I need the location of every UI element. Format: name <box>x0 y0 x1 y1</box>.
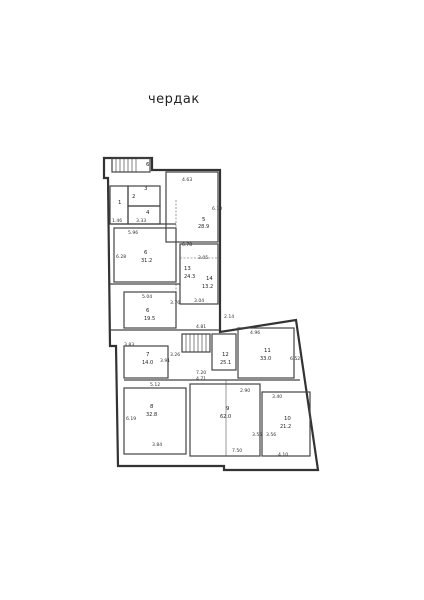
dim-label: 3.91 <box>160 358 170 364</box>
room-9-area: 62.0 <box>220 414 231 420</box>
room-6-area: 31.2 <box>141 258 152 264</box>
dim-label: 4.63 <box>182 177 192 183</box>
room-14-number: 14 <box>206 276 213 282</box>
dim-label: 7.20 <box>196 370 206 376</box>
room-6b-number: 6 <box>146 308 150 314</box>
room-11-outline <box>237 327 295 379</box>
outer-wall <box>102 156 320 472</box>
stair-mid <box>181 333 211 353</box>
dim-label: 7.50 <box>232 448 242 454</box>
dim-label: 6.52 <box>290 356 300 362</box>
room-8-area: 32.8 <box>146 412 157 418</box>
room-6-top-number: 6 <box>146 162 150 168</box>
room-9-number: 9 <box>226 406 230 412</box>
room-10-number: 10 <box>284 416 291 422</box>
room-7-area: 14.0 <box>142 360 153 366</box>
dim-label: 4.81 <box>196 324 206 330</box>
room-13-number: 13 <box>184 266 191 272</box>
room-11-area: 33.0 <box>260 356 271 362</box>
room-5-number: 5 <box>202 217 205 223</box>
dim-label: 3.84 <box>152 442 162 448</box>
room-12-area: 25.1 <box>220 360 231 366</box>
room-1-number: 1 <box>118 200 121 206</box>
room-13-area: 24.3 <box>184 274 195 280</box>
dim-label: 6.10 <box>212 206 222 212</box>
dim-label: 6.19 <box>126 416 136 422</box>
dim-label: 1.46 <box>112 218 122 224</box>
room-5-area: 28.9 <box>198 224 209 230</box>
room-14-outline <box>179 243 219 305</box>
dim-label: 4.71 <box>196 376 206 382</box>
room-12-outline <box>211 333 237 371</box>
room-6b-outline <box>123 291 177 329</box>
room-4-number: 4 <box>146 210 150 216</box>
dim-label: 5.96 <box>128 230 138 236</box>
dim-label: 5.12 <box>150 382 160 388</box>
room-11-number: 11 <box>264 348 271 354</box>
room-3-number: 3 <box>144 186 147 192</box>
dim-label: 6.78 <box>182 242 192 248</box>
room-7-outline <box>123 345 169 379</box>
dim-label: 3.83 <box>124 342 134 348</box>
dim-label: 5.04 <box>142 294 152 300</box>
room-14-area: 13.2 <box>202 284 213 290</box>
dim-label: 2.90 <box>240 388 250 394</box>
dim-label: 3.40 <box>272 394 282 400</box>
room-8-number: 8 <box>150 404 154 410</box>
room-10-outline <box>261 391 311 457</box>
room-12-number: 12 <box>222 352 229 358</box>
dim-label: 3.55 <box>252 432 262 438</box>
dim-label: 2.14 <box>224 314 234 320</box>
plan-title: чердак <box>148 92 200 107</box>
room-8-outline <box>123 387 187 455</box>
room-6b-area: 19.5 <box>144 316 155 322</box>
dim-label: 6.28 <box>116 254 126 260</box>
room-9-outline <box>189 383 261 457</box>
dim-label: 3.76 <box>170 300 180 306</box>
room-6-number: 6 <box>144 250 148 256</box>
dim-label: 3.26 <box>170 352 180 358</box>
room-10-area: 21.2 <box>280 424 291 430</box>
dim-label: 3.56 <box>266 432 276 438</box>
dim-label: 4.10 <box>278 452 288 458</box>
stair-top <box>111 157 151 173</box>
stair-top-treads <box>115 158 137 172</box>
room-5-outline <box>165 171 219 243</box>
dim-label: 3.04 <box>194 298 204 304</box>
room-2-number: 2 <box>132 194 135 200</box>
room-6-outline <box>113 227 177 283</box>
dim-label: 3.05 <box>198 255 208 261</box>
room-7-number: 7 <box>146 352 149 358</box>
dim-label: 3.33 <box>136 218 146 224</box>
dim-label: 4.96 <box>250 330 260 336</box>
